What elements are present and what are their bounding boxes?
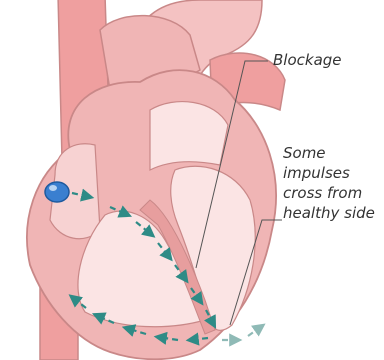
impulses-label-line: healthy side — [283, 203, 375, 223]
left-atrium — [150, 102, 228, 170]
impulses-label-line: cross from — [283, 183, 375, 203]
impulses-label: Some impulses cross from healthy side — [283, 143, 375, 223]
impulses-label-line: impulses — [283, 163, 375, 183]
sinoatrial-node — [45, 182, 69, 202]
blockage-label: Blockage — [273, 50, 342, 70]
impulse-arrow-faded — [248, 326, 262, 336]
impulses-label-line: Some — [283, 143, 375, 163]
